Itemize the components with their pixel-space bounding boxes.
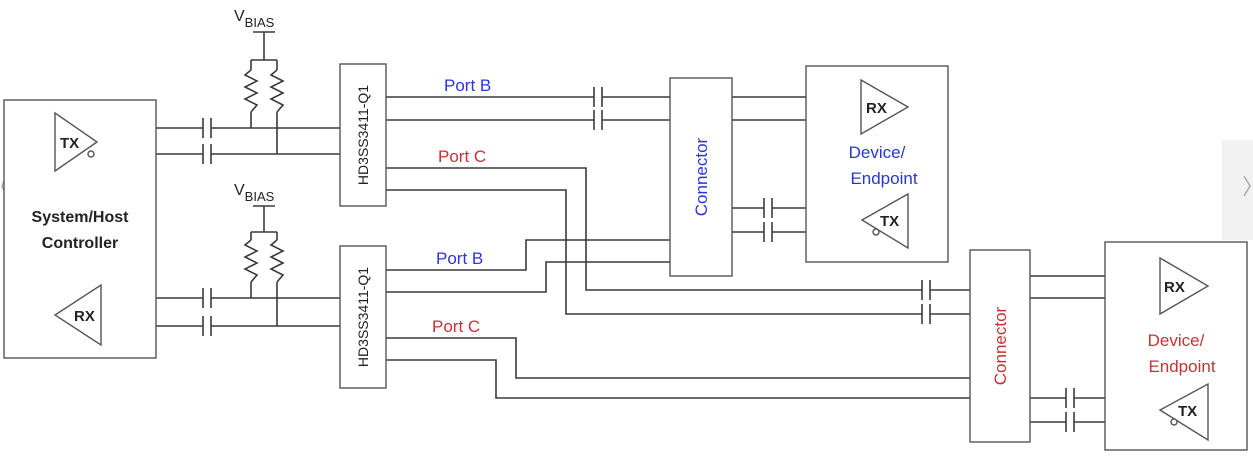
resistors [243,69,285,283]
device-1-label-line2: Endpoint [850,169,917,188]
device-2-rx-label: RX [1164,279,1185,296]
device-2-rx-buffer: RX [1159,256,1210,316]
device-1-tx-label: TX [880,213,899,230]
host-rx-label: RX [74,308,95,325]
switch-2-box [339,245,387,389]
host-tx-label: TX [60,135,79,152]
host-rx-buffer: RX [53,283,102,347]
capacitor-host-tx [202,118,212,164]
host-label-line2: Controller [42,235,118,252]
vbias-subscript: BIAS [245,189,275,204]
capacitor-port-c [921,280,931,324]
port-c-label-2: Port C [432,317,480,336]
device-1-tx-buffer: TX [860,192,909,250]
connector-2-box [969,249,1031,443]
connector-1-box [669,77,733,277]
device-2-label-line1: Device/ [1148,331,1205,350]
capacitor-host-rx [202,288,212,336]
vbias-prefix: V [234,8,245,25]
device-1-rx-buffer: RX [860,78,910,136]
vbias-label-2: VBIAS [234,182,275,204]
port-b-label-1: Port B [444,76,491,95]
vbias-subscript: BIAS [245,15,275,30]
chevron-right-icon[interactable] [1243,175,1251,197]
connector-1-label: Connector [692,137,711,216]
connector-2-label: Connector [991,306,1010,385]
host-tx-buffer: TX [54,111,99,173]
device-1-label-line1: Device/ [849,143,906,162]
switch-1-label: HD3SS3411-Q1 [355,85,371,185]
switch-2-label: HD3SS3411-Q1 [355,267,371,367]
switch-1-box [339,63,387,207]
vbias-label-1: VBIAS [234,8,275,30]
device-2-tx-label: TX [1178,403,1197,420]
device-2-tx-buffer: TX [1158,382,1209,442]
capacitor-port-b [593,87,603,130]
vbias-prefix: V [234,182,245,199]
host-label-line1: System/Host [32,209,130,226]
capacitors [202,87,1075,432]
port-b-label-2: Port B [436,249,483,268]
capacitor-device2-tx [1065,388,1075,432]
port-c-label-1: Port C [438,147,486,166]
device-2-label-line2: Endpoint [1148,357,1215,376]
device-1-rx-label: RX [866,100,887,117]
capacitor-device1-tx [763,198,773,242]
